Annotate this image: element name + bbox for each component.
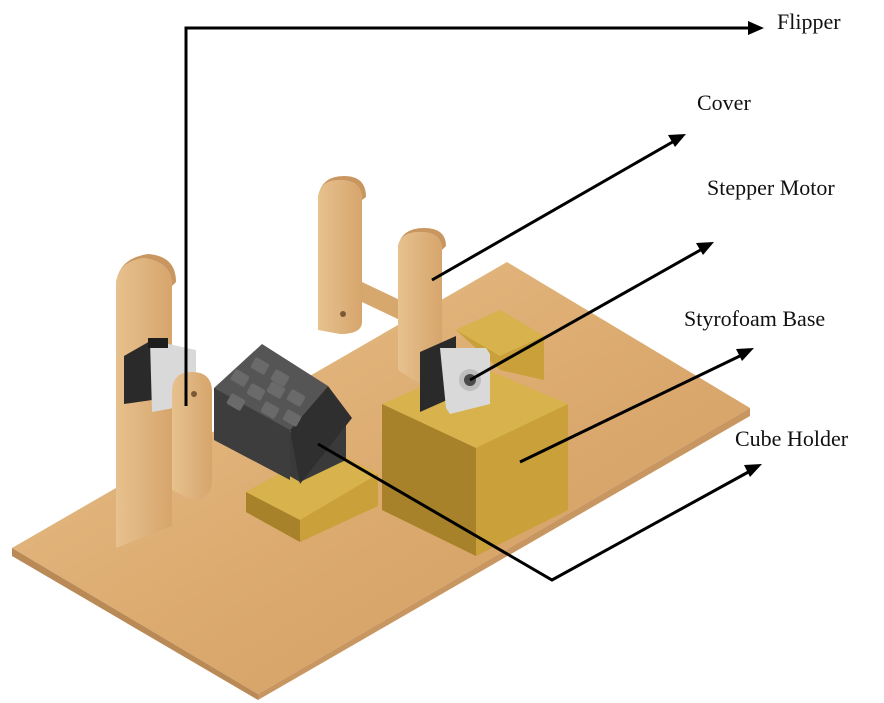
cover-label: Cover (697, 90, 751, 115)
stepper-motor-label: Stepper Motor (707, 175, 835, 200)
cover-callout: Cover (431, 90, 751, 282)
right-stepper-motor (420, 336, 490, 414)
cover-plate (318, 176, 366, 334)
cube-holder-label: Cube Holder (735, 426, 849, 451)
cube-holder (246, 448, 378, 542)
flipper-callout: Flipper (184, 9, 841, 406)
styrofoam-back-block (456, 310, 544, 380)
wooden-base-plate (12, 262, 750, 700)
cube-facelets (226, 357, 306, 427)
stepper-motor-callout: Stepper Motor (469, 175, 835, 382)
right-wooden-post (398, 228, 446, 384)
styrofoam-base-label: Styrofoam Base (684, 306, 825, 331)
left-wooden-post (116, 254, 176, 548)
styrofoam-base-callout: Styrofoam Base (519, 306, 825, 464)
flipper-label: Flipper (777, 9, 841, 34)
cover-connector-rod (362, 282, 404, 322)
cube-holder-callout: Cube Holder (317, 426, 849, 582)
rubiks-cube (214, 344, 352, 484)
flipper-arm (172, 372, 212, 500)
